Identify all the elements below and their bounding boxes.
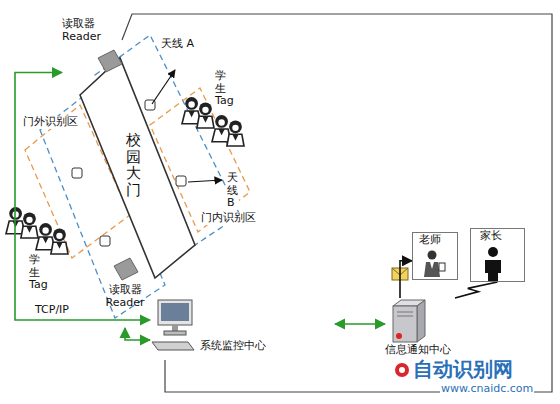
reader-label: 读取器 Reader (62, 18, 101, 43)
watermark-url: www.cnaidc.com (440, 383, 534, 396)
center-label: 系统监控中心 (200, 340, 385, 353)
person-label: 老师 (419, 234, 463, 247)
watermark: 自动识别网 (412, 358, 514, 381)
gate-label: 校园大门 (126, 132, 141, 198)
reader-device: 读取器 Reader (62, 18, 130, 80)
center-label: 信息通知中心 (385, 344, 470, 357)
student-figures (6, 207, 38, 238)
student-figures (182, 97, 214, 128)
tag-marker (72, 168, 82, 178)
tag-marker (176, 176, 186, 186)
student-figures (36, 223, 68, 254)
connector-line (400, 261, 412, 298)
protocol-label: TCP/IP (34, 304, 70, 317)
watermark-logo (395, 363, 409, 377)
person-label: 家长 (480, 230, 533, 243)
student-figures (212, 115, 244, 146)
campus-gate: 校园大门 (75, 55, 200, 280)
antenna-label: 天线 A (160, 38, 195, 51)
connector-line (125, 328, 150, 340)
reader-label: 读取器 Reader (106, 284, 145, 309)
notify-center: 信息通知中心 (385, 298, 470, 360)
wireless-link (455, 282, 498, 298)
reader-device: 读取器 Reader (100, 258, 150, 328)
zone-label: 门内识别区 (200, 212, 257, 225)
student-tag-label: 学生 Tag (28, 254, 49, 292)
monitor-center: 系统监控中心 (150, 298, 335, 358)
zone-label: 门外识别区 (22, 116, 79, 129)
teacher-box: 老师 (412, 232, 458, 280)
watermark-logo (399, 367, 405, 373)
campus-boundary (122, 14, 552, 392)
antenna-pointer (152, 70, 175, 104)
antenna-label: 天线 B (226, 172, 239, 210)
student-tag-label: 学生 Tag (214, 70, 235, 108)
parent-box: 家长 (470, 228, 525, 282)
connector-line (335, 323, 385, 325)
antenna-pointer (188, 180, 222, 182)
tag-marker (100, 236, 110, 246)
